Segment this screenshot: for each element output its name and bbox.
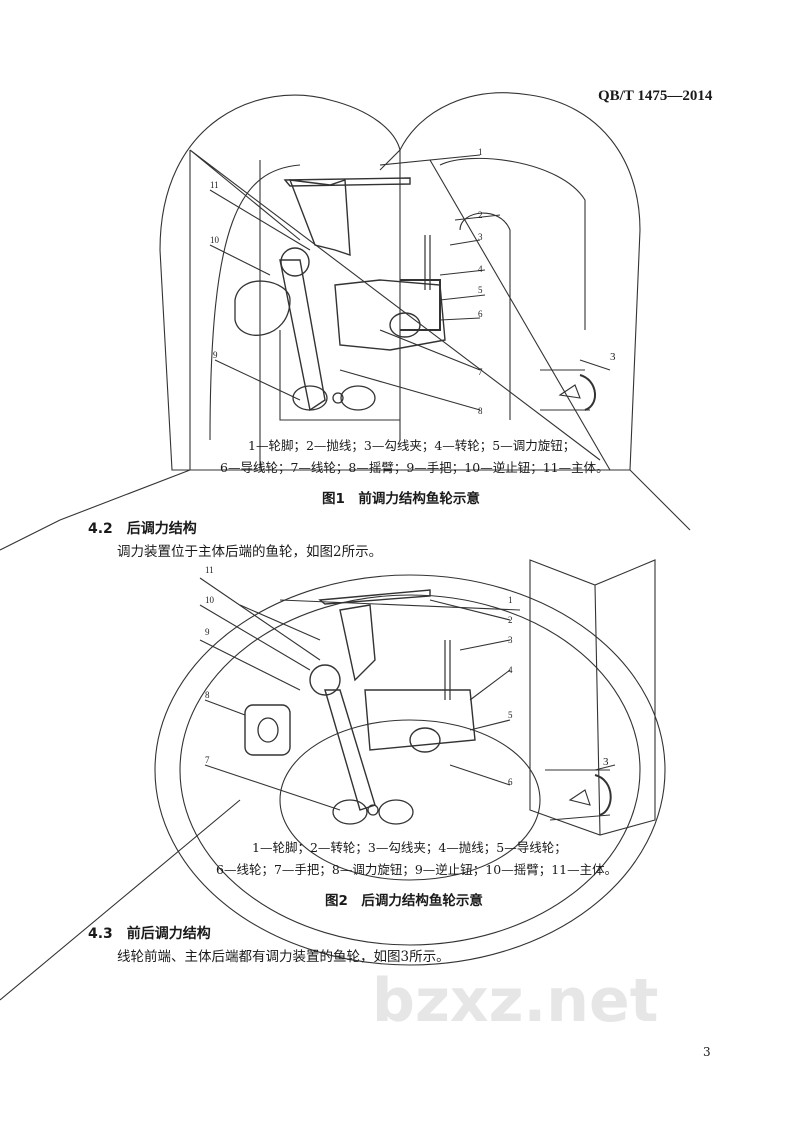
standard-number: QB/T 1475—2014 (598, 88, 713, 104)
fig1-callout: 11 (210, 180, 219, 190)
fig2-callout: 5 (508, 710, 513, 720)
section-4-2-text: 调力装置位于主体后端的鱼轮，如图2所示。 (117, 544, 383, 560)
fig1-callout: 4 (478, 264, 483, 274)
fig2-callout: 9 (205, 627, 210, 637)
fig2-callout: 8 (205, 690, 210, 700)
figure2-caption: 图2 后调力结构鱼轮示意 (325, 893, 483, 909)
fig1-callout: 10 (210, 235, 220, 245)
figure2-drawing (0, 559, 666, 1001)
fig2-callout: 2 (508, 615, 513, 625)
figure1-legend-line1: 1—轮脚；2—抛线；3—勾线夹；4—转轮；5—调力旋钮； (248, 438, 576, 453)
fig2-callout: 7 (205, 755, 210, 765)
section-4-2-heading: 4.2 后调力结构 (88, 521, 197, 537)
fig2-callout: 3 (508, 635, 513, 645)
figure1-drawing (0, 92, 691, 551)
fig2-callout: 10 (205, 595, 215, 605)
fig1-callout: 7 (478, 367, 483, 377)
fig1-callout: 1 (478, 147, 483, 157)
watermark: bzxz.net (372, 966, 659, 1036)
fig1-callout: 6 (478, 309, 483, 319)
figure1-legend-line2: 6—导线轮；7—线轮；8—摇臂；9—手把；10—逆止钮；11—主体。 (220, 460, 609, 475)
fig1-callout: 5 (478, 285, 483, 295)
fig1-callout: 3 (610, 351, 616, 363)
fig1-callout: 2 (478, 210, 483, 220)
fig2-callout: 4 (508, 665, 513, 675)
page-number: 3 (703, 1045, 711, 1059)
figure2-legend-line2: 6—线轮；7—手把；8—调力旋钮；9—逆止钮；10—摇臂；11—主体。 (216, 862, 618, 877)
fig1-callout: 3 (478, 232, 483, 242)
figure1-caption: 图1 前调力结构鱼轮示意 (322, 491, 480, 507)
fig2-callout: 1 (508, 595, 513, 605)
figure2-legend-line1: 1—轮脚；2—转轮；3—勾线夹；4—抛线；5—导线轮； (252, 840, 567, 855)
fig2-callout: 3 (603, 756, 609, 768)
fig1-callout: 9 (213, 350, 218, 360)
fig2-callout: 11 (205, 565, 214, 575)
section-4-3-text: 线轮前端、主体后端都有调力装置的鱼轮，如图3所示。 (117, 949, 450, 965)
fig2-callout: 6 (508, 777, 513, 787)
fig1-callout: 8 (478, 406, 483, 416)
section-4-3-heading: 4.3 前后调力结构 (88, 926, 211, 942)
